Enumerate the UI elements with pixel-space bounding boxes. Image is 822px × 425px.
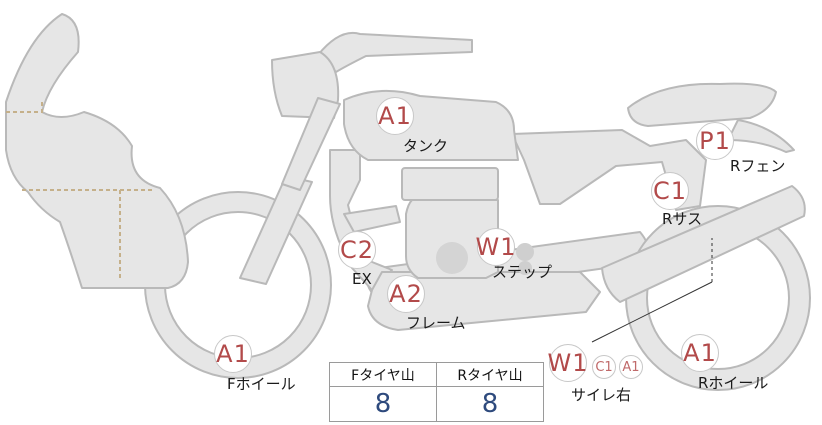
tank-code-badge: A1 [376, 97, 414, 135]
frame-label: フレーム [406, 314, 466, 332]
tank-label: タンク [403, 137, 449, 155]
rear-fender-shape [727, 119, 795, 153]
silencer-code-badge-a1: A1 [619, 355, 643, 379]
frame-code-badge: A2 [387, 275, 425, 313]
front-tread-value: 8 [329, 386, 437, 422]
rear-wheel-label: Rホイール [698, 374, 769, 392]
rear-wheel-code-badge: A1 [681, 334, 719, 372]
silencer-right-label: サイレ右 [571, 386, 632, 404]
engine-cylinder [401, 167, 499, 201]
rear-tread-value: 8 [436, 386, 544, 422]
silencer-code-badge-c1: C1 [592, 355, 616, 379]
rear-fender-code-badge: P1 [696, 122, 734, 160]
rear-frame [511, 129, 707, 211]
front-fairing [5, 13, 189, 289]
handlebar [317, 32, 473, 73]
rear-suspension-label: Rサス [662, 210, 703, 228]
front-wheel-label: Fホイール [227, 375, 296, 393]
silencer [601, 185, 806, 303]
rear-fender-label: Rフェン [730, 157, 786, 175]
rear-suspension-code-badge: C1 [651, 172, 689, 210]
tire-tread-table: Fタイヤ山 Rタイヤ山 8 8 [329, 362, 544, 422]
front-wheel-code-badge: A1 [214, 335, 252, 373]
engine [405, 199, 499, 279]
rear-tread-header: Rタイヤ山 [436, 362, 544, 387]
exhaust-pipe [343, 205, 401, 233]
exhaust-code-badge: C2 [338, 231, 376, 269]
step-code-badge: W1 [476, 228, 516, 266]
exhaust-label: EX [352, 270, 372, 288]
seat [627, 82, 777, 127]
silencer-code-badge-w1: W1 [548, 344, 588, 382]
front-tread-header: Fタイヤ山 [329, 362, 437, 387]
step-label: ステップ [492, 263, 553, 281]
